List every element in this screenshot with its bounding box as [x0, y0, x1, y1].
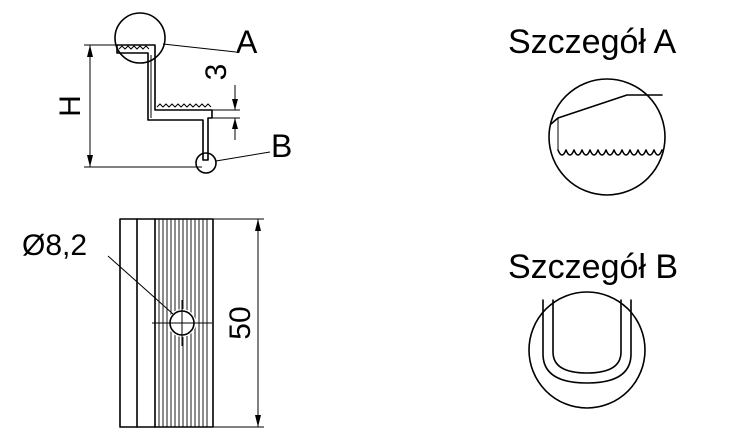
detail-b-slot-inner — [552, 299, 622, 374]
detail-a-profile-edge — [550, 94, 663, 125]
length-dimension: 50 — [213, 218, 264, 428]
step-dimension-label: 3 — [200, 64, 233, 81]
height-dimension: H — [54, 44, 202, 168]
step-dimension: 3 — [200, 64, 240, 140]
callout-b-label: B — [271, 128, 292, 164]
profile-front-view: Ø8,2 50 — [22, 218, 264, 428]
detail-b-title: Szczegół B — [508, 248, 678, 286]
detail-b-callout-circle — [195, 152, 217, 174]
height-dimension-label: H — [54, 95, 87, 117]
detail-a-circle — [548, 78, 666, 196]
callout-a-label: A — [236, 24, 258, 60]
front-view-outline — [119, 218, 214, 428]
diameter-dimension-label: Ø8,2 — [22, 229, 87, 262]
profile-teeth-step — [156, 103, 212, 108]
detail-b-slot-outer — [542, 299, 632, 384]
detail-a-teeth — [557, 149, 663, 156]
detail-a-title: Szczegół A — [508, 23, 677, 61]
detail-a-callout-circle — [114, 12, 166, 64]
detail-b: Szczegół B — [508, 248, 678, 409]
profile-teeth-top — [118, 45, 150, 50]
profile-outline — [116, 44, 213, 161]
detail-a: Szczegół A — [508, 23, 677, 196]
profile-side-view: A B H 3 — [54, 12, 292, 174]
detail-b-circle — [528, 291, 646, 409]
length-dimension-label: 50 — [224, 306, 257, 339]
